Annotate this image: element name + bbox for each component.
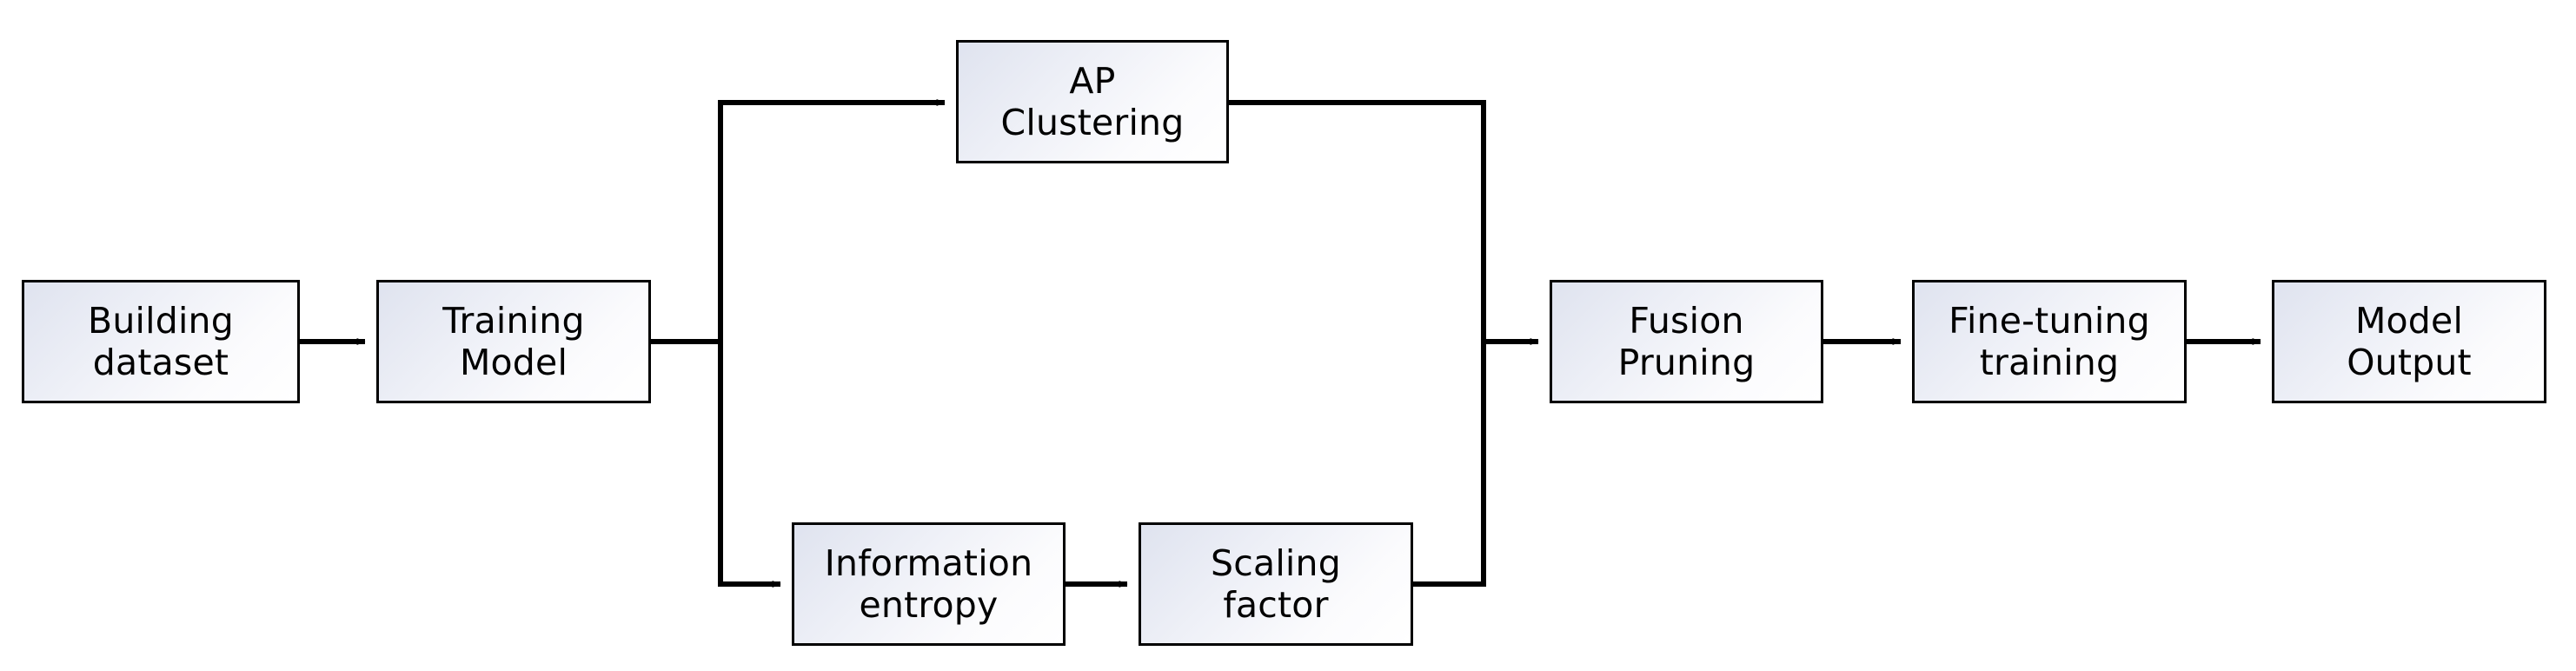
node-building-dataset-line2: dataset — [92, 342, 229, 383]
node-building-dataset[interactable]: Building dataset — [22, 280, 300, 403]
node-ap-clustering-line2: Clustering — [1000, 102, 1185, 143]
node-ap-clustering[interactable]: AP Clustering — [956, 40, 1229, 163]
node-training-model-line2: Model — [459, 342, 568, 383]
node-building-dataset-line1: Building — [88, 299, 234, 342]
node-information-entropy-line1: Information — [824, 541, 1033, 584]
node-model-output-line1: Model — [2354, 299, 2464, 342]
node-information-entropy-line2: entropy — [859, 584, 999, 626]
node-scaling-factor[interactable]: Scaling factor — [1139, 522, 1413, 646]
node-fine-tuning-training-line2: training — [1979, 342, 2120, 383]
node-fine-tuning-training-line1: Fine-tuning — [1949, 299, 2150, 342]
node-information-entropy[interactable]: Information entropy — [792, 522, 1066, 646]
node-training-model[interactable]: Training Model — [376, 280, 651, 403]
node-fusion-pruning-line1: Fusion — [1629, 299, 1744, 342]
node-fusion-pruning[interactable]: Fusion Pruning — [1550, 280, 1823, 403]
node-fusion-pruning-line2: Pruning — [1617, 342, 1756, 383]
node-model-output[interactable]: Model Output — [2272, 280, 2546, 403]
node-fine-tuning-training[interactable]: Fine-tuning training — [1912, 280, 2187, 403]
node-scaling-factor-line1: Scaling — [1211, 541, 1341, 584]
node-training-model-line1: Training — [442, 299, 585, 342]
node-model-output-line2: Output — [2347, 342, 2472, 383]
node-scaling-factor-line2: factor — [1223, 584, 1329, 626]
node-ap-clustering-line1: AP — [1069, 59, 1116, 102]
